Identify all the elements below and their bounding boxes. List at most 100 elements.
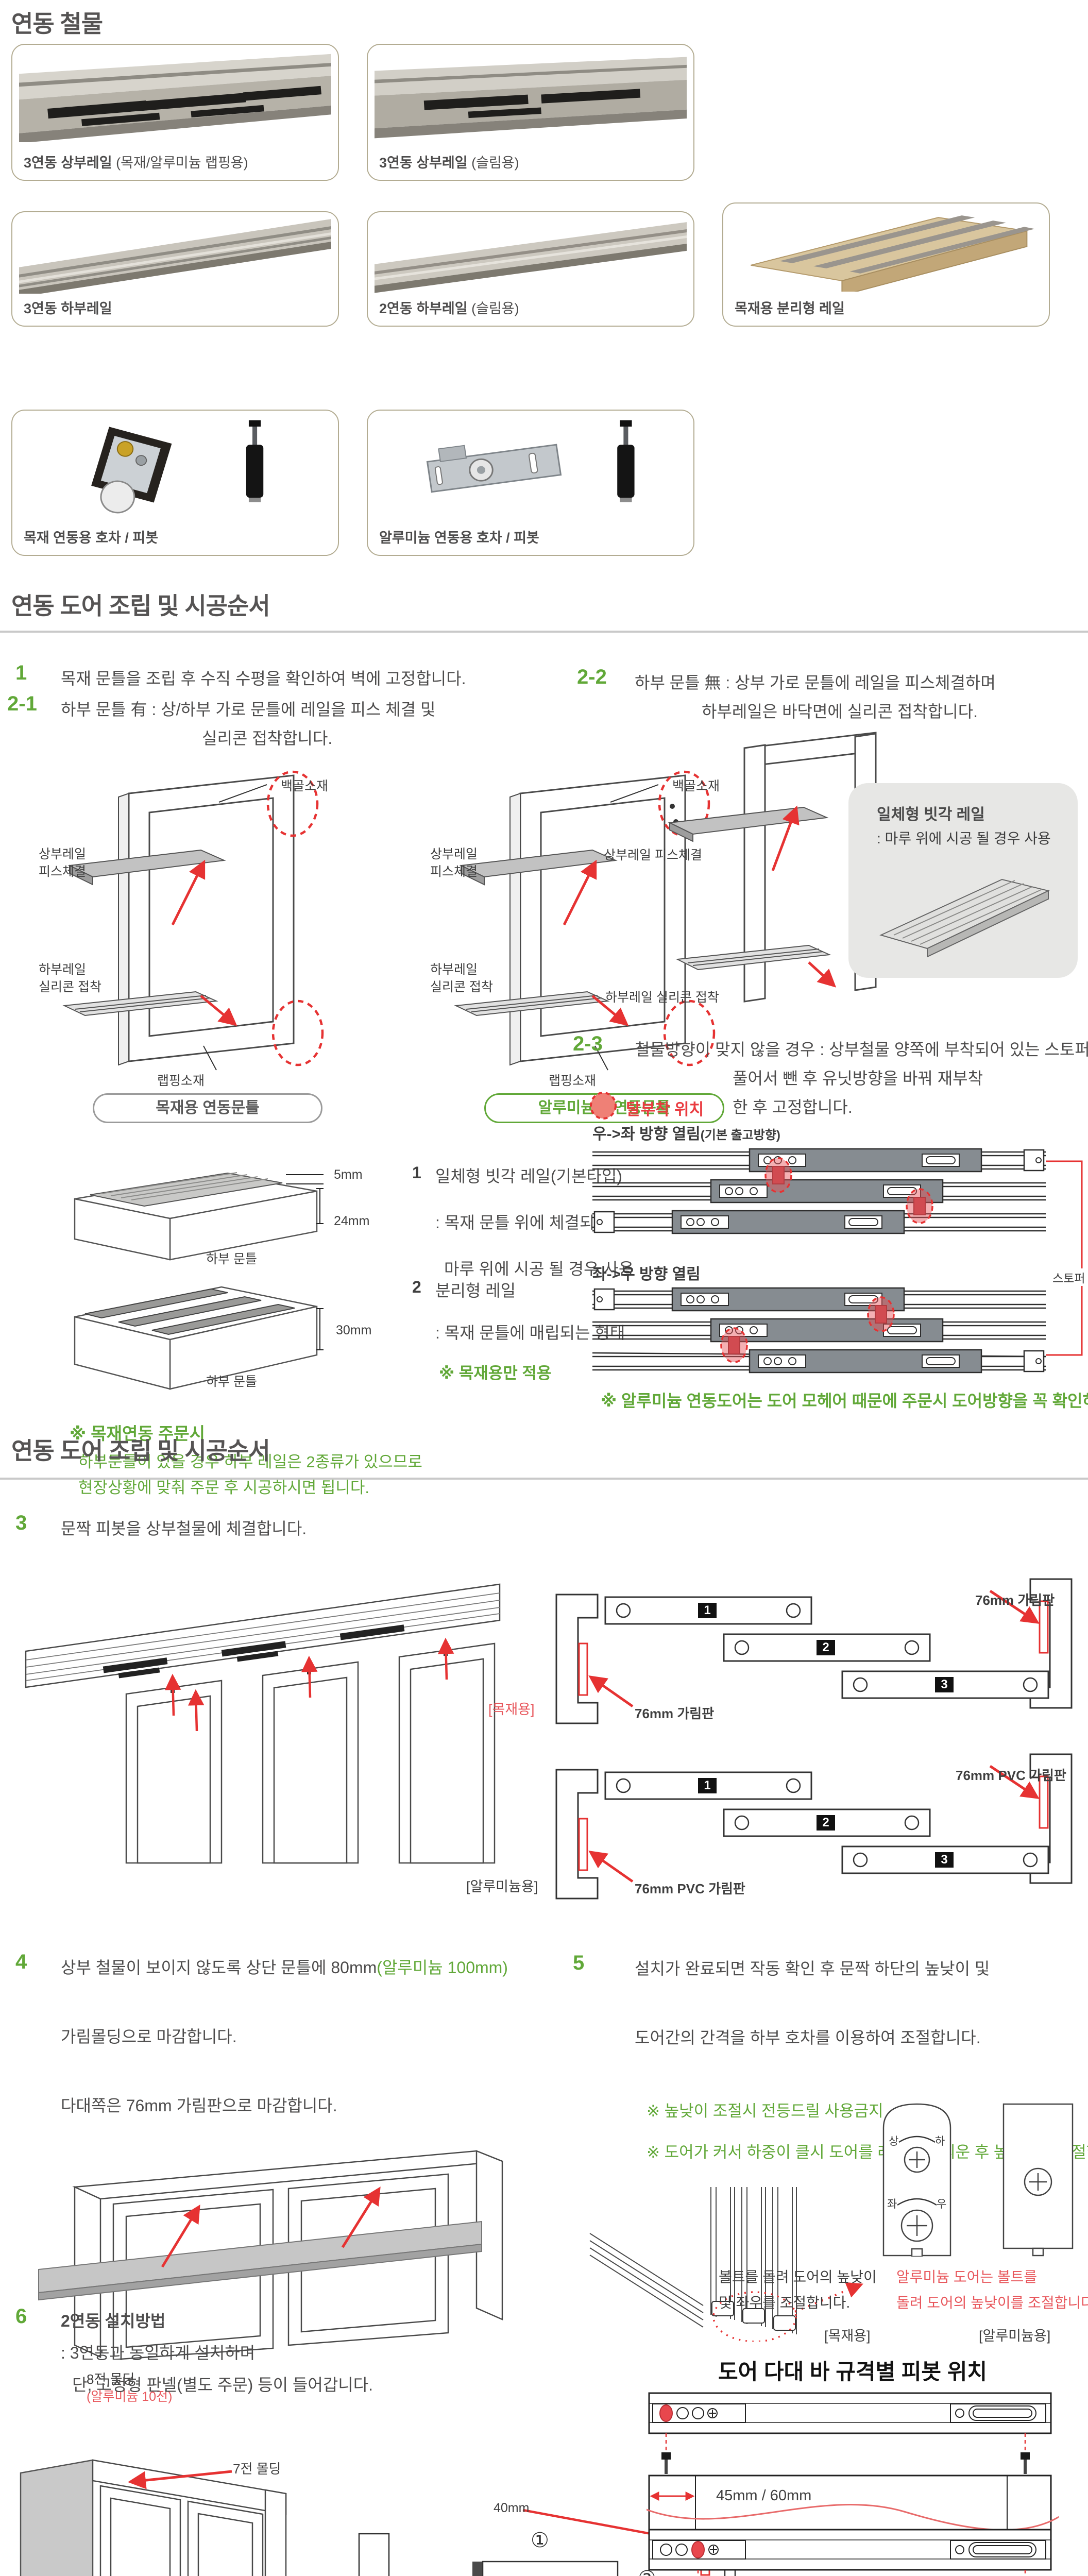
- rail-type-title: 분리형 레일: [435, 1281, 516, 1300]
- dimension-label: 40mm: [494, 2501, 530, 2515]
- two-door-isometric-svg: [20, 2459, 287, 2576]
- product-card: 목재 연동용 호차 / 피봇: [11, 410, 339, 556]
- diagram-label: 상부레일 피스체결: [604, 848, 702, 862]
- wood-frame-diagram-svg: [62, 770, 324, 1071]
- product-photo: [19, 416, 332, 514]
- bottom-rail-slim-photo-svg: [374, 222, 687, 293]
- step-text: 상부 철물이 보이지 않도록 상단 문틀에 80mm(알루미늄 100mm): [61, 1958, 508, 1977]
- adjust-caption-alu: 돌려 도어의 높낮이를 조절합니다.: [896, 2295, 1088, 2311]
- door-number-chip: 1: [698, 1603, 717, 1618]
- step-text: 철물방향이 맞지 않을 경우 : 상부철물 양쪽에 부착되어 있는 스토퍼를: [635, 1040, 1088, 1059]
- step-text: 하부레일은 바닥면에 실리콘 접착합니다.: [702, 702, 978, 721]
- step-text: 하부 문틀 無 : 상부 가로 문틀에 레일을 피스체결하며: [635, 673, 996, 692]
- diagram-label: 피스체결: [39, 865, 87, 879]
- hider-label: 76mm PVC 가림판: [956, 1768, 1066, 1783]
- rail-type2-svg: [74, 1286, 324, 1390]
- diagram-label: 하부 문틀: [206, 1252, 257, 1266]
- diagram-label: 실리콘 접착: [39, 980, 101, 994]
- dimension-label: 30mm: [336, 1323, 372, 1337]
- product-label: 3연동 상부레일 (슬림용): [379, 155, 519, 171]
- pivot-diagram-1-svg: [647, 2392, 1059, 2545]
- product-label: 목재용 분리형 레일: [735, 301, 845, 316]
- step-number: 6: [15, 2305, 27, 2328]
- alu-frame-diagram-svg: [454, 770, 716, 1071]
- step-text: 다대쪽은 76mm 가림판으로 마감합니다.: [61, 2096, 337, 2115]
- adjuster-tag-wood: [목재용]: [824, 2328, 871, 2344]
- product-photo: [374, 50, 687, 142]
- adjuster-label-right: 우: [937, 2198, 947, 2210]
- adjuster-label-down: 하: [935, 2136, 945, 2147]
- dimension-label: 24mm: [334, 1214, 370, 1228]
- section-divider: [0, 631, 1088, 633]
- adjuster-label-up: 상: [889, 2136, 899, 2147]
- door-bottom-corner-svg: [589, 2187, 863, 2342]
- section-title: 연동 도어 조립 및 시공순서: [11, 592, 270, 619]
- hider-label: 76mm PVC 가림판: [635, 1881, 745, 1896]
- plan-tag-wood: [목재용]: [488, 1702, 535, 1717]
- product-label: 3연동 하부레일: [24, 301, 112, 316]
- info-box-text: : 마루 위에 시공 될 경우 사용: [877, 831, 1051, 846]
- adjuster-alu-svg: [1002, 2103, 1074, 2257]
- adjust-caption-alu: 알루미늄 도어는 볼트를: [896, 2269, 1038, 2285]
- plan-tag-alu: [알루미늄용]: [466, 1879, 538, 1894]
- legend-label: 탈부착 위치: [626, 1100, 704, 1118]
- product-card: 3연동 상부레일 (목재/알루미늄 랩핑용): [11, 44, 339, 181]
- section-divider: [0, 1478, 1088, 1480]
- alu-direction-note: ※ 알루미늄 연동도어는 도어 모헤어 때문에 주문시 도어방향을 꼭 확인하시…: [601, 1392, 1088, 1410]
- step-text: : 3연동과 동일하게 설치하며: [61, 2344, 256, 2362]
- info-box: [848, 783, 1078, 978]
- door-number-chip: 1: [698, 1778, 717, 1793]
- diagram-label: 실리콘 접착: [430, 980, 493, 994]
- step-text: 실리콘 접착합니다.: [202, 729, 333, 748]
- dimension-label: 5mm: [334, 1167, 363, 1182]
- door-circle-number: ①: [531, 2529, 549, 2552]
- green-note-head: ※ 목재연동 주문시: [70, 1424, 205, 1443]
- product-label: 목재 연동용 호차 / 피봇: [24, 530, 159, 546]
- product-photo: [730, 208, 1043, 292]
- bottom-rail-photo-svg: [19, 218, 332, 294]
- top-rail-slim-photo-svg: [374, 57, 687, 139]
- step-number: 2-3: [573, 1032, 603, 1055]
- rail-type-text: 마루 위에 시공 될 경우 사용: [444, 1260, 634, 1278]
- green-note-line: 현장상황에 맞춰 주문 후 시공하시면 됩니다.: [78, 1479, 370, 1497]
- hider-label: 76mm 가림판: [975, 1592, 1055, 1608]
- step-text: 도어간의 간격을 하부 호차를 이용하여 조절합니다.: [635, 2028, 981, 2047]
- wood-rail-photo-svg: [750, 215, 1035, 292]
- product-photo: [374, 217, 687, 294]
- door-plan-alu-svg: [555, 1753, 1073, 1900]
- product-label: 2연동 하부레일 (슬림용): [379, 301, 519, 316]
- diagram-label: 하부레일: [430, 962, 478, 977]
- section-title: 연동 도어 조립 및 시공순서: [11, 1437, 270, 1464]
- step-text: 하부 문틀 有 : 상/하부 가로 문틀에 레일을 피스 체결 및: [61, 700, 436, 719]
- diagram-label: 하부 문틀: [206, 1375, 257, 1389]
- info-box-title: 일체형 빗각 레일: [877, 806, 985, 823]
- step-number: 5: [573, 1952, 585, 1974]
- door-plan-wood-svg: [555, 1578, 1073, 1724]
- diagram-label: 백골소재: [672, 779, 720, 793]
- list-number: 2: [412, 1278, 421, 1296]
- product-card: 3연동 하부레일: [11, 211, 339, 327]
- diagram-label: 피스체결: [430, 865, 478, 879]
- alu-roller-photo-svg: [426, 420, 635, 502]
- step-number: 3: [15, 1512, 27, 1534]
- pivot-dimension-label: 45mm / 60mm: [716, 2487, 812, 2504]
- pivot-diagram-2-svg: [648, 2529, 1052, 2576]
- molding-diagram-svg: [38, 2150, 503, 2360]
- product-card: 목재용 분리형 레일: [722, 202, 1050, 327]
- step-number: 4: [15, 1951, 27, 1973]
- diagram-label: 하부레일 실리콘 접착: [605, 990, 719, 1005]
- door-number-chip: 2: [817, 1815, 835, 1831]
- step-text: 목재 문틀을 조립 후 수직 수평을 확인하여 벽에 고정합니다.: [61, 669, 466, 688]
- step-text: 문짝 피봇을 상부철물에 체결합니다.: [61, 1519, 307, 1538]
- info-box-rail-svg: [879, 878, 1050, 958]
- rail-type-text: : 목재 문틀 위에 체결되며: [435, 1213, 610, 1232]
- stopper-diagram-left-to-right-svg: [592, 1287, 1046, 1374]
- step-text: 가림몰딩으로 마감합니다.: [61, 2027, 237, 2046]
- step-text: 설치가 완료되면 작동 확인 후 문짝 하단의 높낮이 및: [635, 1959, 990, 1978]
- stopper-label: 스토퍼: [1051, 1268, 1087, 1286]
- adjust-caption: 및 좌우를 조절합니다.: [719, 2295, 851, 2311]
- diagram-label: 하부레일: [39, 962, 87, 977]
- product-photo: [19, 217, 332, 294]
- green-note-line: 하부문틀이 있을 경우 하부 레일은 2종류가 있으므로: [78, 1453, 422, 1471]
